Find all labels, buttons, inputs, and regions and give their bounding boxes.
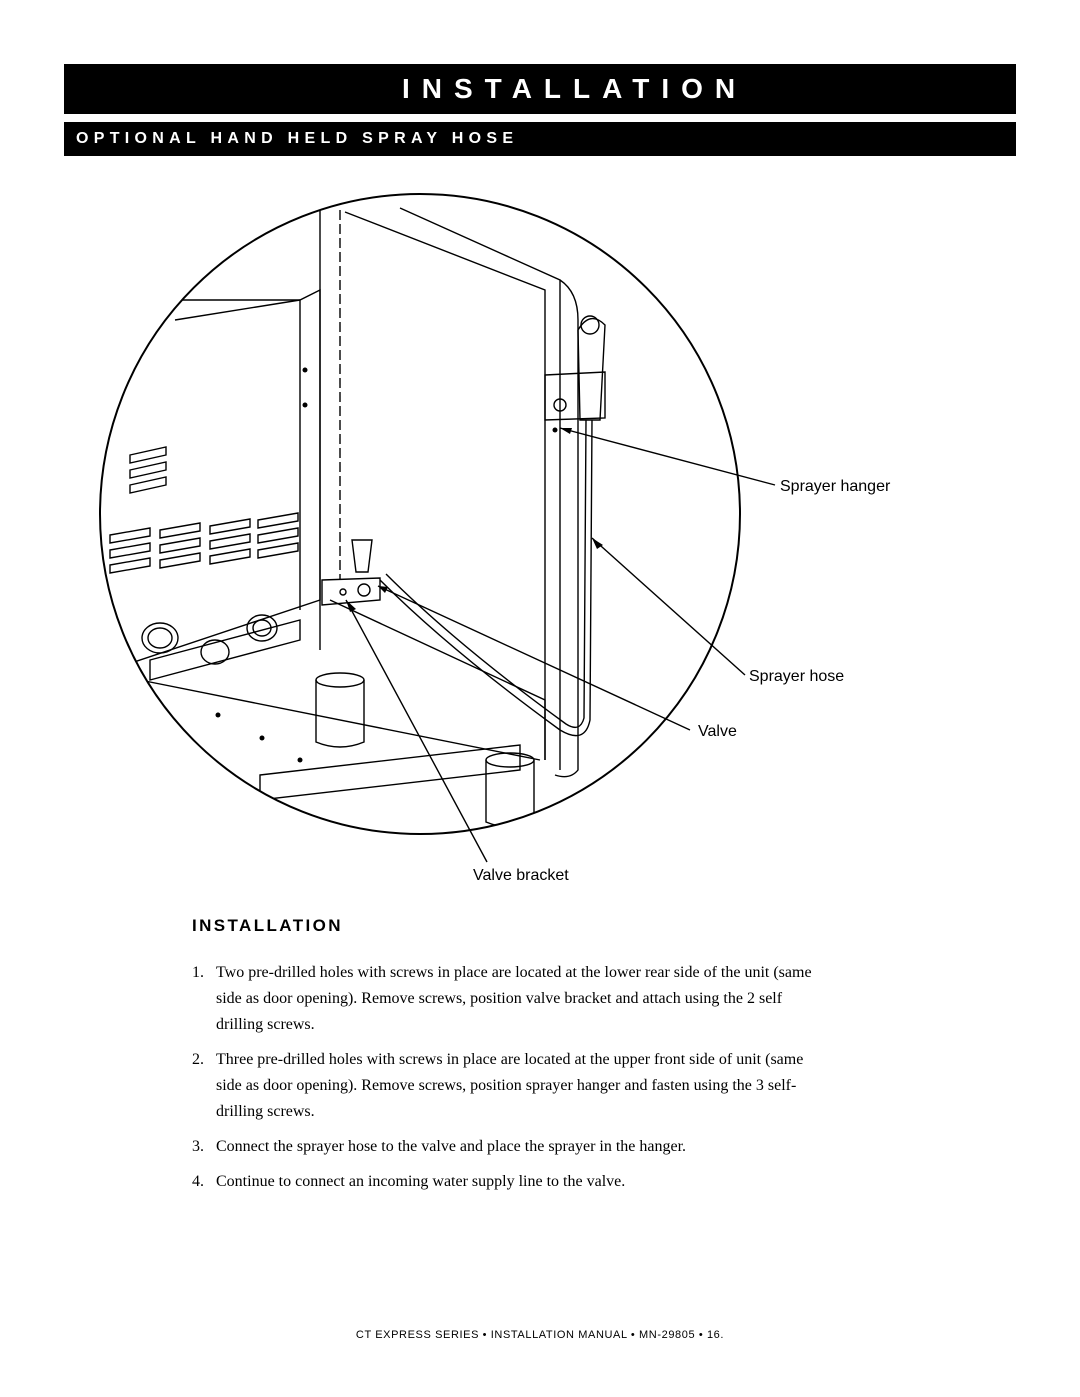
section-subtitle: OPTIONAL HAND HELD SPRAY HOSE <box>76 130 519 147</box>
sprayer-hose-drawing <box>379 419 593 737</box>
sprayer-hanger-drawing <box>544 315 606 421</box>
step-text: Two pre-drilled holes with screws in pla… <box>216 964 812 1033</box>
installation-heading: INSTALLATION <box>192 916 343 935</box>
callout-sprayer-hose: Sprayer hose <box>749 668 845 685</box>
callout-sprayer-hanger: Sprayer hanger <box>780 478 891 495</box>
callout-arrowheads <box>346 428 603 612</box>
unit-drawing <box>100 207 606 828</box>
callout-valve-bracket: Valve bracket <box>473 867 569 884</box>
installation-steps: 1. Two pre-drilled holes with screws in … <box>192 960 832 1204</box>
screw-dots <box>215 367 558 763</box>
list-item: 3. Connect the sprayer hose to the valve… <box>192 1134 832 1160</box>
step-text: Three pre-drilled holes with screws in p… <box>216 1051 804 1120</box>
list-item: 4. Continue to connect an incoming water… <box>192 1169 832 1195</box>
spray-hose-diagram: Sprayer hanger Sprayer hose Valve Valve … <box>0 190 1080 900</box>
step-number: 1. <box>192 964 204 981</box>
step-number: 3. <box>192 1138 204 1155</box>
page-footer: CT EXPRESS SERIES • INSTALLATION MANUAL … <box>355 1329 725 1341</box>
step-text: Continue to connect an incoming water su… <box>216 1173 626 1190</box>
diagram-illustration <box>99 193 776 863</box>
list-item: 1. Two pre-drilled holes with screws in … <box>192 960 832 1038</box>
valve-bracket-drawing <box>321 539 381 606</box>
detail-circle <box>99 193 741 835</box>
callout-leader-lines <box>345 427 776 863</box>
vent-louvers-upper <box>129 446 167 494</box>
step-text: Connect the sprayer hose to the valve an… <box>216 1138 687 1155</box>
section-subtitle-banner: OPTIONAL HAND HELD SPRAY HOSE <box>64 122 1016 156</box>
vent-louvers-lower <box>109 512 299 574</box>
callout-valve: Valve <box>698 723 737 740</box>
list-item: 2. Three pre-drilled holes with screws i… <box>192 1047 832 1125</box>
step-number: 2. <box>192 1051 204 1068</box>
water-fittings <box>141 614 301 681</box>
page-title: INSTALLATION <box>402 73 748 104</box>
page-title-banner: INSTALLATION <box>64 64 1016 114</box>
step-number: 4. <box>192 1173 204 1190</box>
